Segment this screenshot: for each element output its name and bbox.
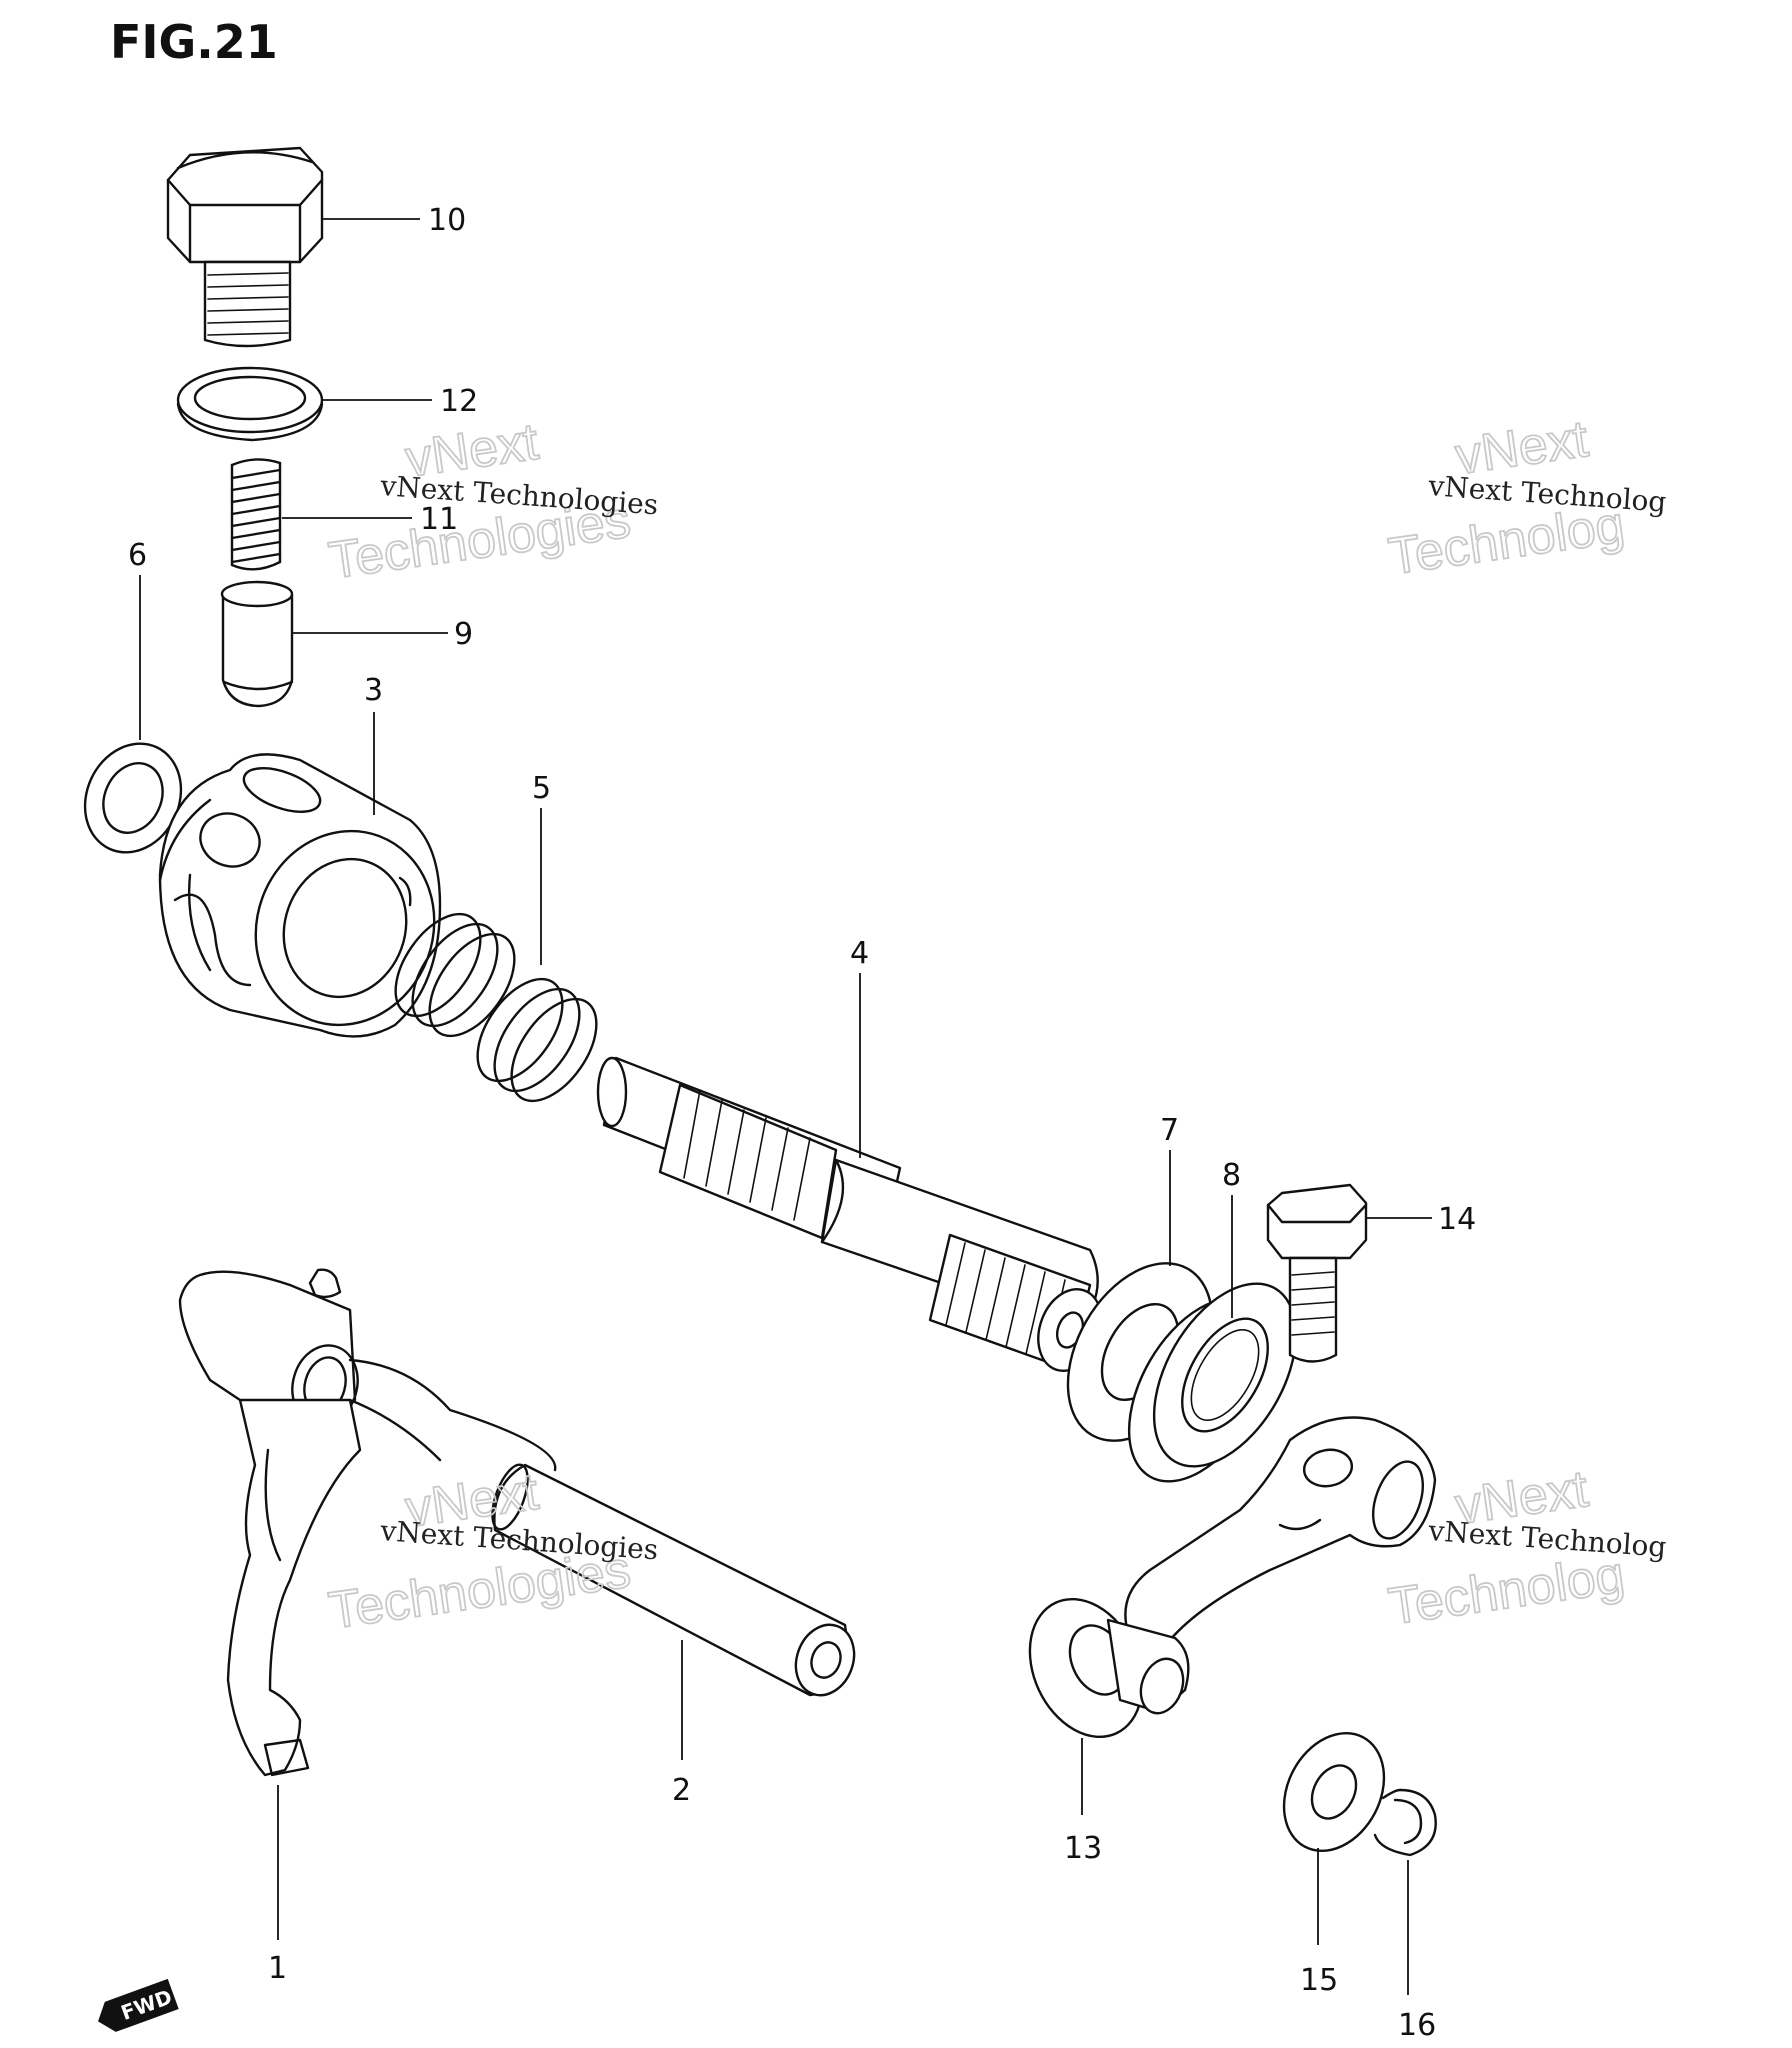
callout-14: 14 bbox=[1438, 1202, 1476, 1237]
part-13-shift-lever bbox=[1008, 1418, 1435, 1756]
part-11-spring bbox=[232, 459, 280, 569]
part-10-bolt bbox=[168, 148, 322, 346]
fwd-arrow-icon: FWD bbox=[98, 1978, 179, 2032]
callout-10: 10 bbox=[428, 203, 466, 238]
callout-3: 3 bbox=[364, 673, 383, 708]
callout-11: 11 bbox=[420, 502, 458, 537]
callout-12: 12 bbox=[440, 384, 478, 419]
callout-7: 7 bbox=[1160, 1113, 1179, 1148]
part-2-fork-shaft bbox=[485, 1460, 863, 1703]
callout-1: 1 bbox=[268, 1951, 287, 1986]
part-5-springs bbox=[379, 899, 614, 1116]
callout-6: 6 bbox=[128, 538, 147, 573]
callout-15: 15 bbox=[1300, 1963, 1338, 1998]
callout-16: 16 bbox=[1398, 2008, 1436, 2043]
callout-4: 4 bbox=[850, 936, 869, 971]
part-9-plunger bbox=[222, 582, 292, 706]
part-15-washer bbox=[1264, 1716, 1403, 1869]
callout-2: 2 bbox=[672, 1773, 691, 1808]
part-8-seal bbox=[1100, 1259, 1325, 1505]
callout-5: 5 bbox=[532, 771, 551, 806]
callout-13: 13 bbox=[1064, 1831, 1102, 1866]
svg-text:Technolog: Technolog bbox=[1385, 1546, 1628, 1636]
callout-8: 8 bbox=[1222, 1158, 1241, 1193]
part-4-shift-shaft bbox=[598, 1058, 1113, 1380]
callout-9: 9 bbox=[454, 617, 473, 652]
part-1-shift-fork bbox=[180, 1270, 555, 1775]
part-16-eclip bbox=[1375, 1790, 1436, 1855]
part-12-washer bbox=[178, 368, 322, 440]
part-14-bolt bbox=[1268, 1185, 1366, 1362]
figure-label: FIG.21 bbox=[110, 15, 278, 69]
part-3-shift-cam bbox=[160, 754, 461, 1050]
